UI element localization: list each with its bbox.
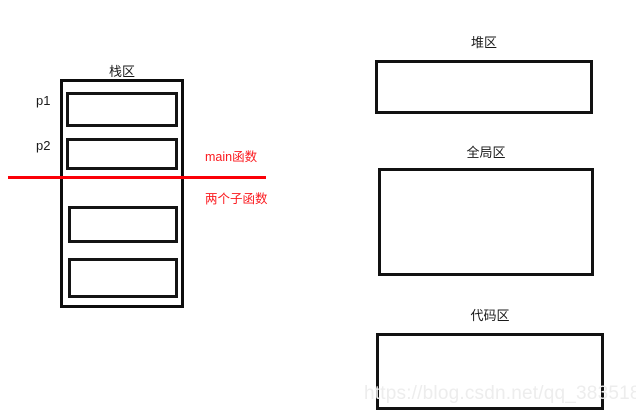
global-region-box <box>378 168 594 276</box>
annotation-main-function: main函数 <box>205 150 258 164</box>
heap-region-box <box>375 60 593 114</box>
stack-frame-2 <box>66 138 178 170</box>
global-region-title: 全局区 <box>466 145 506 160</box>
stack-region-container <box>60 79 184 308</box>
annotation-sub-functions: 两个子函数 <box>205 192 268 206</box>
code-region-box <box>376 333 604 410</box>
code-region-title: 代码区 <box>470 308 510 323</box>
stack-frame-1 <box>66 92 178 127</box>
stack-frame-3 <box>68 206 178 243</box>
pointer-label-p1: p1 <box>36 93 51 108</box>
watermark-text: https://blog.csdn.net/qq_38351824 <box>364 383 636 404</box>
main-function-divider-line <box>8 176 266 179</box>
stack-frame-4 <box>68 258 178 298</box>
pointer-label-p2: p2 <box>36 138 51 153</box>
heap-region-title: 堆区 <box>470 35 497 50</box>
stack-region-title: 栈区 <box>108 64 135 79</box>
